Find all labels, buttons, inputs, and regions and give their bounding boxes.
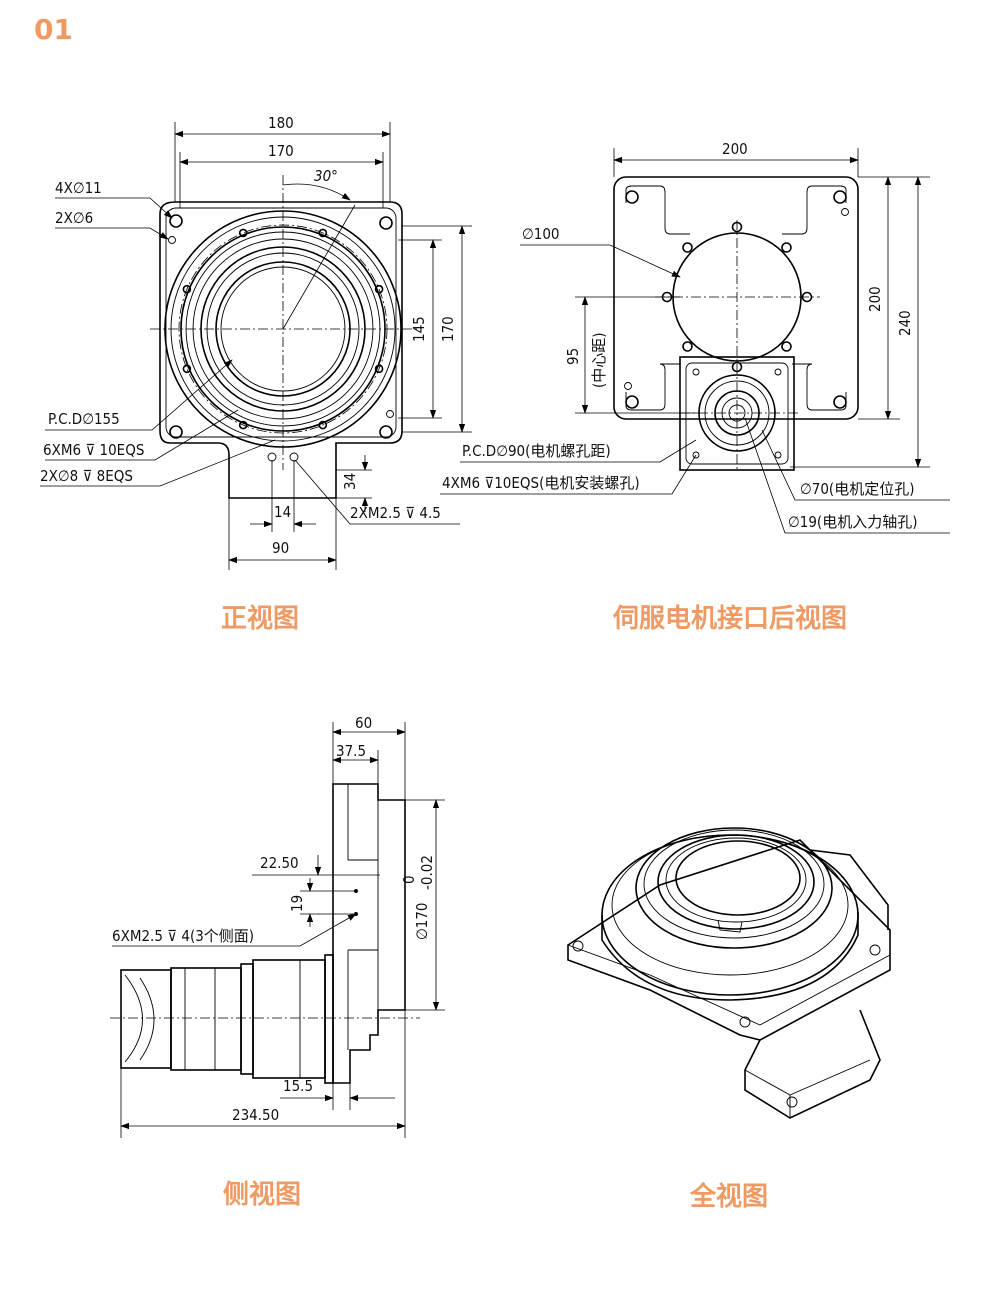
dim-95: 95 [564,348,582,365]
dim-37-5: 37.5 [336,742,366,760]
dia-70-label: ∅70(电机定位孔) [800,480,914,498]
dim-90: 90 [272,539,289,557]
caption-side-view: 侧视图 [223,1180,301,1210]
dim-14: 14 [274,503,291,521]
tol-upper: 0 [400,875,418,884]
thread-6xm6-label: 6XM6 ⊽ 10EQS [43,441,144,459]
dim-234-50: 234.50 [232,1106,279,1124]
side-view: 60 37.5 22.50 19 ∅170 0 -0.02 6XM2.5 ⊽ 4… [110,714,445,1138]
center-distance-label: (中心距) [590,332,608,388]
rear-bolt-hole-8 [781,242,792,253]
dim-170-top: 170 [268,142,294,160]
front-view: 180 170 30° 4X∅11 2X∅6 145 170 P.C.D∅155… [40,114,472,570]
front-bolt-hole-8 [374,284,384,294]
dim-19: 19 [288,895,306,912]
rear-bolt-hole-4 [682,341,693,352]
dim-34: 34 [341,473,359,490]
dim-22-50: 22.50 [260,854,299,872]
hole-4x11-label: 4X∅11 [55,179,102,197]
page-number: 01 [34,13,73,46]
caption-full-view: 全视图 [689,1181,768,1212]
dim-240: 240 [896,310,914,336]
dim-15-5: 15.5 [283,1077,313,1095]
dim-200-top: 200 [722,140,748,158]
rear-bolt-hole-2 [781,341,792,352]
front-bolt-hole-1 [374,364,384,374]
caption-front-view: 正视图 [221,604,299,634]
front-bolt-hole-7 [318,228,328,238]
front-bolt-hole-6 [238,228,248,238]
pcd-90-label: P.C.D∅90(电机螺孔距) [462,442,611,460]
angle-30: 30° [314,167,338,185]
caption-rear-view: 伺服电机接口后视图 [612,604,847,634]
front-bolt-hole-4 [182,364,192,374]
hole-2x6-label: 2X∅6 [55,209,93,227]
front-bolt-hole-5 [182,284,192,294]
tol-lower: -0.02 [418,855,436,890]
hole-2x8-label: 2X∅8 ⊽ 8EQS [40,467,133,485]
thread-side-label: 6XM2.5 ⊽ 4(3个侧面) [112,927,254,945]
full-view-isometric [567,827,891,1119]
thread-4xm6-label: 4XM6 ⊽10EQS(电机安装螺孔) [442,474,640,492]
rear-view: 200 ∅100 95 (中心距) 200 240 P.C.D∅90(电机螺孔距… [440,140,950,534]
dim-60: 60 [355,714,372,732]
front-bolt-hole-2 [318,420,328,430]
thread-2xm25-label: 2XM2.5 ⊽ 4.5 [350,504,441,522]
pcd-155-label: P.C.D∅155 [48,410,120,428]
dia-100-label: ∅100 [522,225,560,243]
dim-200-right: 200 [866,286,884,312]
front-bolt-hole-3 [238,420,248,430]
rear-bolt-hole-6 [682,242,693,253]
dim-145: 145 [410,316,428,342]
dim-170-right: 170 [439,316,457,342]
dia-170-label: ∅170 [413,902,431,940]
dia-19-label: ∅19(电机入力轴孔) [788,513,917,531]
dim-180: 180 [268,114,294,132]
